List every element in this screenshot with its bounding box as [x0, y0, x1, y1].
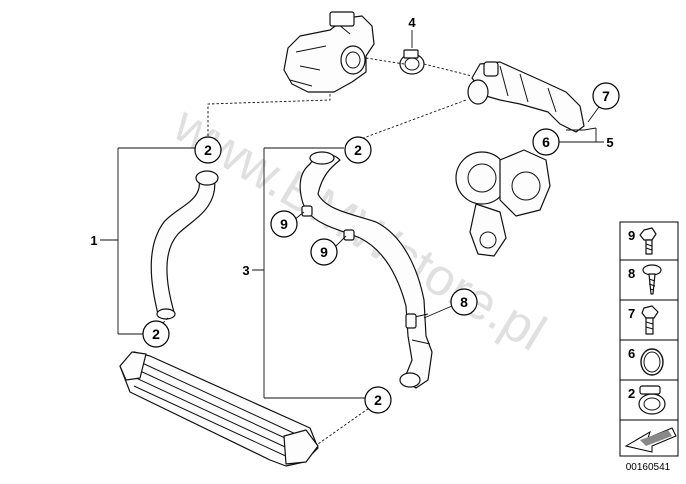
hex-bolt-icon — [641, 305, 659, 335]
legend-panel: 9 8 7 6 2 — [619, 221, 679, 457]
group-label-1: 1 — [90, 233, 97, 248]
callout-8: 8 — [450, 288, 478, 316]
callout-2-top-label: 2 — [204, 142, 212, 158]
charge-air-hose-part-3 — [299, 151, 433, 389]
callout-2-bottom: 2 — [364, 386, 392, 414]
bracket-5 — [556, 127, 604, 143]
bolt-icon — [639, 227, 657, 255]
callout-2-bottom-label: 2 — [374, 392, 382, 408]
group-label-3: 3 — [242, 263, 249, 278]
bracket-1 — [100, 147, 196, 335]
callout-9-a: 9 — [270, 210, 298, 238]
callout-2-mid-label: 2 — [354, 142, 362, 158]
callout-7: 7 — [592, 82, 620, 110]
group-label-5: 5 — [606, 135, 613, 150]
hose-clamp-icon — [638, 385, 666, 415]
hose-clamp-part-4 — [399, 49, 425, 75]
callout-9-b-label: 9 — [320, 244, 328, 260]
legend-num-0: 9 — [628, 228, 635, 243]
throttle-body — [283, 11, 375, 93]
callout-6-label: 6 — [542, 134, 550, 150]
seal-ring-icon — [640, 348, 664, 376]
screw-icon — [642, 264, 662, 295]
callout-6: 6 — [532, 128, 560, 156]
callout-7-label: 7 — [602, 88, 610, 104]
bracket-3 — [252, 147, 366, 399]
arrow-symbol-icon — [624, 427, 677, 453]
charge-air-hose-part-1 — [150, 170, 219, 320]
diagram-id: 00160541 — [626, 462, 671, 473]
callout-2-top: 2 — [194, 136, 222, 164]
callout-8-label: 8 — [460, 294, 468, 310]
callout-2-left-low-label: 2 — [152, 326, 160, 342]
charge-air-pipe-upper — [467, 61, 585, 133]
legend-num-2: 7 — [628, 306, 635, 321]
callout-9-b: 9 — [310, 238, 338, 266]
callout-2-left-low: 2 — [142, 320, 170, 348]
legend-num-1: 8 — [628, 266, 635, 281]
callout-4-label: 4 — [408, 15, 416, 30]
legend-num-3: 6 — [628, 346, 635, 361]
callout-2-mid: 2 — [344, 136, 372, 164]
turbocharger — [455, 149, 551, 257]
intercooler — [119, 351, 319, 467]
callout-9-a-label: 9 — [280, 216, 288, 232]
legend-num-4: 2 — [628, 386, 635, 401]
